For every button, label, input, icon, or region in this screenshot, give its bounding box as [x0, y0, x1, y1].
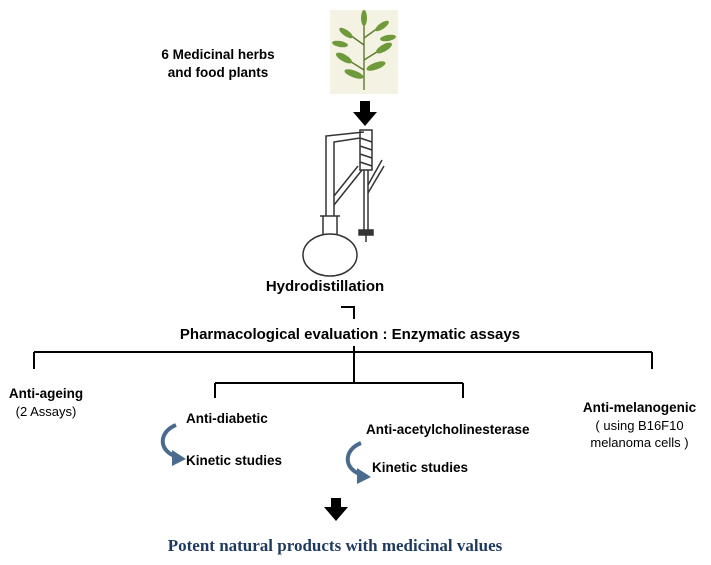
outcome-label: Potent natural products with medicinal v… [167, 536, 503, 555]
assay-title: Anti-melanogenic [582, 400, 697, 415]
assay-anti-ache-followup: Kinetic studies [372, 460, 469, 475]
source-line-1: 6 Medicinal herbs [161, 47, 275, 62]
assay-detail-1: ( using B16F10 [595, 418, 684, 433]
clevenger-apparatus-icon [302, 129, 385, 277]
plant-sprig-icon [347, 20, 381, 90]
plant-image [330, 10, 398, 94]
down-arrow-icon [324, 498, 348, 521]
process-label: Hydrodistillation [265, 278, 385, 295]
assay-detail: (2 Assays) [15, 404, 77, 419]
assay-anti-ache: Anti-acetylcholinesterase [366, 422, 530, 437]
assay-anti-ageing: Anti-ageing (2 Assays) [6, 385, 86, 420]
down-arrow-icon [353, 101, 377, 126]
curved-arrow-icon [160, 423, 186, 466]
source-label: 6 Medicinal herbs and food plants [148, 46, 288, 82]
assay-anti-diabetic: Anti-diabetic [186, 411, 268, 426]
source-line-2: and food plants [167, 65, 269, 80]
evaluation-label: Pharmacological evaluation : Enzymatic a… [179, 326, 521, 343]
assay-anti-diabetic-followup: Kinetic studies [186, 453, 283, 468]
assay-anti-melanogenic: Anti-melanogenic ( using B16F10 melanoma… [572, 399, 707, 451]
assay-title: Anti-ageing [8, 386, 84, 401]
connector-bracket [341, 306, 355, 319]
tree-lines [33, 346, 653, 398]
curved-arrow-icon [345, 441, 371, 484]
assay-detail-2: melanoma cells ) [590, 435, 689, 450]
